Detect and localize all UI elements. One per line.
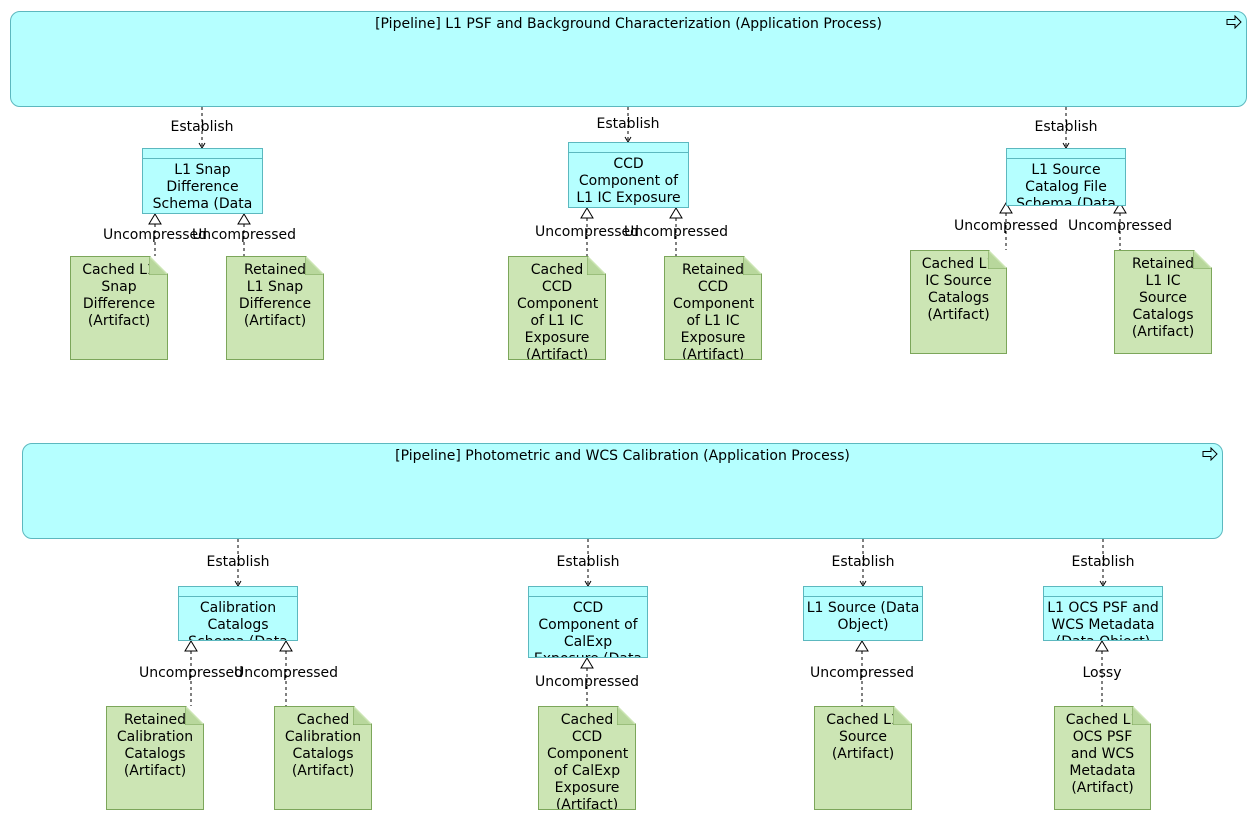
artifact-fold-icon (617, 707, 635, 725)
application-process[interactable]: [Pipeline] Photometric and WCS Calibrati… (22, 443, 1223, 539)
relationship-label: Uncompressed (953, 218, 1059, 234)
realization-arrowhead (148, 213, 162, 225)
artifact-label: Cached CCD Component of CalExp Exposure … (547, 712, 629, 809)
artifact[interactable]: Retained CCD Component of L1 IC Exposure… (664, 256, 762, 360)
data-object[interactable]: L1 Snap Difference Schema (Data Object) (142, 148, 263, 214)
relationship-label: Uncompressed (191, 227, 297, 243)
relationship-label: Uncompressed (623, 224, 729, 240)
relationship-label: Lossy (1082, 665, 1122, 681)
realization-arrowhead (1095, 640, 1109, 652)
data-object-header (529, 587, 647, 597)
relationship-label: Uncompressed (534, 224, 640, 240)
relationship-label: Establish (206, 554, 270, 570)
relationship-label: Establish (596, 116, 660, 132)
realization-arrowhead (184, 640, 198, 652)
data-object[interactable]: L1 Source Catalog File Schema (Data Obje… (1006, 148, 1126, 206)
artifact-label: Cached L1 Snap Difference (Artifact) (82, 262, 156, 329)
artifact-label: Retained L1 Snap Difference (Artifact) (238, 262, 312, 329)
artifact-fold-icon (149, 257, 167, 275)
data-object-label: L1 OCS PSF and WCS Metadata (Data Object… (1047, 600, 1159, 640)
artifact-fold-icon (988, 251, 1006, 269)
artifact-fold-icon (743, 257, 761, 275)
data-object-header (143, 149, 262, 159)
artifact[interactable]: Cached L1 Snap Difference (Artifact) (70, 256, 168, 360)
realization-arrowhead (855, 640, 869, 652)
realization-arrowhead (580, 207, 594, 219)
relationship-label: Uncompressed (1067, 218, 1173, 234)
relationship-label: Uncompressed (809, 665, 915, 681)
data-object-label: CCD Component of CalExp Exposure (Data O… (534, 600, 642, 657)
artifact[interactable]: Cached CCD Component of L1 IC Exposure (… (508, 256, 606, 360)
data-object-label: Calibration Catalogs Schema (Data Object… (188, 600, 288, 640)
realization-arrowhead (237, 213, 251, 225)
artifact[interactable]: Cached L1 IC Source Catalogs (Artifact) (910, 250, 1007, 354)
data-object-header (179, 587, 297, 597)
artifact-fold-icon (893, 707, 911, 725)
data-object-label: L1 Source Catalog File Schema (Data Obje… (1016, 162, 1116, 206)
data-object[interactable]: CCD Component of L1 IC Exposure (568, 142, 689, 208)
data-object[interactable]: L1 Source (Data Object) (803, 586, 923, 641)
relationship-label: Establish (556, 554, 620, 570)
relationship-label: Uncompressed (534, 674, 640, 690)
process-arrow-icon (1202, 447, 1218, 461)
relationship-label: Uncompressed (233, 665, 339, 681)
artifact-label: Retained Calibration Catalogs (Artifact) (116, 712, 194, 779)
artifact-fold-icon (1132, 707, 1150, 725)
artifact-fold-icon (185, 707, 203, 725)
data-object-header (1044, 587, 1162, 597)
artifact[interactable]: Retained Calibration Catalogs (Artifact) (106, 706, 204, 810)
data-object[interactable]: L1 OCS PSF and WCS Metadata (Data Object… (1043, 586, 1163, 641)
artifact-label: Retained CCD Component of L1 IC Exposure… (673, 262, 755, 359)
process-arrow-icon (1226, 15, 1242, 29)
relationship-label: Establish (170, 119, 234, 135)
relationship-label: Establish (1034, 119, 1098, 135)
realization-arrowhead (669, 207, 683, 219)
artifact-fold-icon (1193, 251, 1211, 269)
artifact[interactable]: Cached Calibration Catalogs (Artifact) (274, 706, 372, 810)
data-object[interactable]: CCD Component of CalExp Exposure (Data O… (528, 586, 648, 658)
data-object-header (569, 143, 688, 153)
data-object-header (1007, 149, 1125, 159)
data-object[interactable]: Calibration Catalogs Schema (Data Object… (178, 586, 298, 641)
artifact-label: Cached CCD Component of L1 IC Exposure (… (517, 262, 599, 359)
process-label: [Pipeline] L1 PSF and Background Charact… (375, 16, 882, 32)
data-object-label: L1 Snap Difference Schema (Data Object) (152, 162, 253, 212)
artifact-fold-icon (305, 257, 323, 275)
artifact-fold-icon (587, 257, 605, 275)
data-object-header (804, 587, 922, 597)
artifact[interactable]: Cached L1 OCS PSF and WCS Metadata (Arti… (1054, 706, 1151, 810)
artifact[interactable]: Cached L1 Source (Artifact) (814, 706, 912, 810)
data-object-label: CCD Component of L1 IC Exposure (576, 156, 681, 206)
application-process[interactable]: [Pipeline] L1 PSF and Background Charact… (10, 11, 1247, 107)
artifact[interactable]: Cached CCD Component of CalExp Exposure … (538, 706, 636, 810)
artifact-label: Cached L1 Source (Artifact) (826, 712, 900, 762)
relationship-label: Establish (831, 554, 895, 570)
process-label: [Pipeline] Photometric and WCS Calibrati… (395, 448, 850, 464)
realization-arrowhead (580, 657, 594, 669)
relationship-label: Establish (1071, 554, 1135, 570)
artifact-fold-icon (353, 707, 371, 725)
artifact-label: Retained L1 IC Source Catalogs (Artifact… (1131, 256, 1195, 340)
relationship-label: Uncompressed (102, 227, 208, 243)
artifact-label: Cached L1 IC Source Catalogs (Artifact) (921, 256, 996, 323)
realization-arrowhead (279, 640, 293, 652)
artifact[interactable]: Retained L1 Snap Difference (Artifact) (226, 256, 324, 360)
data-object-label: L1 Source (Data Object) (806, 600, 920, 633)
artifact-label: Cached Calibration Catalogs (Artifact) (284, 712, 362, 779)
artifact-label: Cached L1 OCS PSF and WCS Metadata (Arti… (1065, 712, 1140, 796)
relationship-label: Uncompressed (138, 665, 244, 681)
artifact[interactable]: Retained L1 IC Source Catalogs (Artifact… (1114, 250, 1212, 354)
